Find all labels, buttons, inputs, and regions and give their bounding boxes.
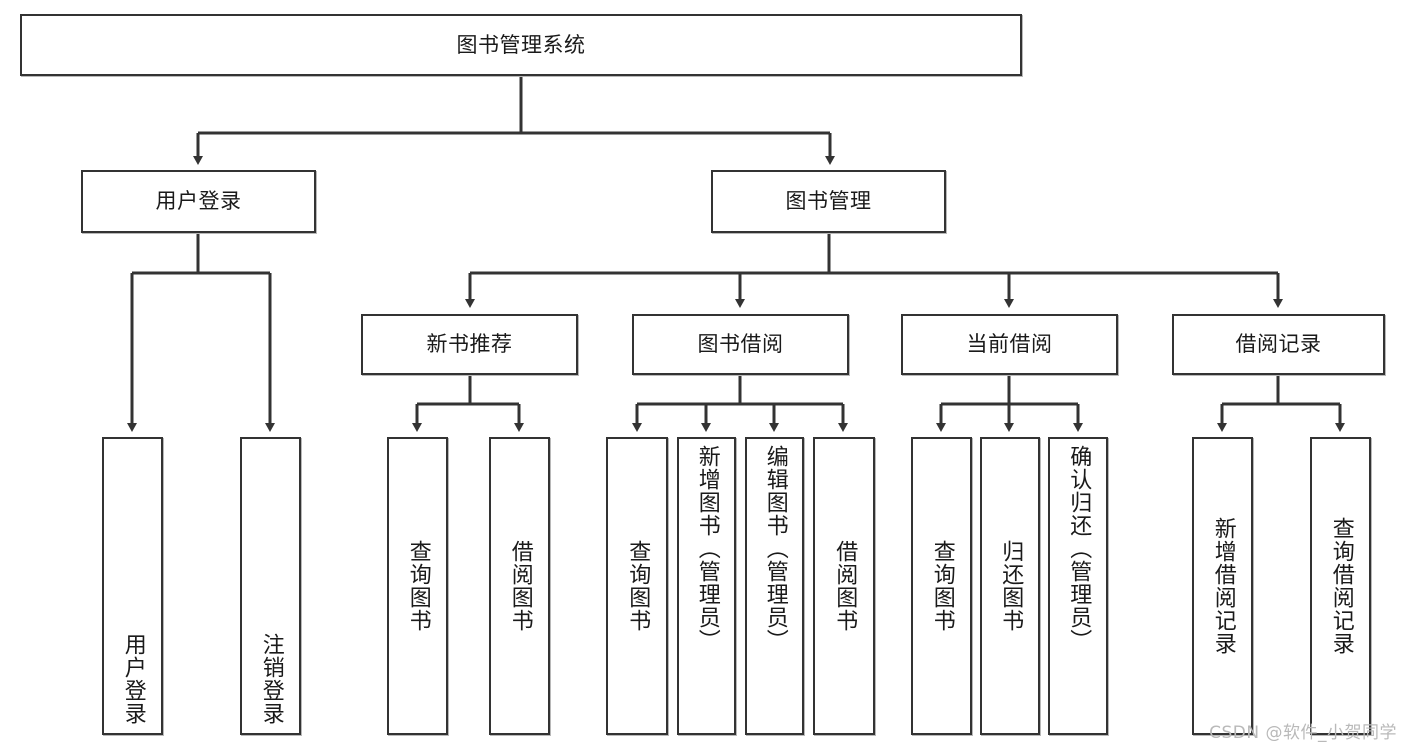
node-label: 图书借阅 (697, 332, 784, 357)
node-book-borrow[interactable]: 图书借阅 (632, 314, 849, 375)
node-label: 当前借阅 (966, 332, 1053, 357)
node-label: 归还图书 (998, 540, 1024, 632)
node-root-system[interactable]: 图书管理系统 (20, 14, 1022, 76)
node-label: 图书管理系统 (456, 32, 586, 57)
node-borrow-record[interactable]: 借阅记录 (1172, 314, 1385, 375)
node-label: 新增图书（管理员） (694, 445, 720, 652)
leaf-borrow-book[interactable]: 借阅图书 (813, 437, 875, 735)
node-label: 新增借阅记录 (1210, 517, 1236, 655)
node-label: 新书推荐 (426, 332, 513, 357)
node-user-login[interactable]: 用户登录 (81, 170, 316, 233)
leaf-query-book-new[interactable]: 查询图书 (387, 437, 448, 735)
leaf-query-borrow-record[interactable]: 查询借阅记录 (1310, 437, 1371, 735)
leaf-user-login[interactable]: 用户登录 (102, 437, 163, 735)
node-label: 查询借阅记录 (1328, 517, 1354, 655)
node-label: 借阅图书 (832, 540, 858, 632)
node-label: 确认归还（管理员） (1066, 445, 1092, 652)
node-label: 用户登录 (155, 189, 242, 214)
node-label: 用户登录 (120, 633, 146, 725)
node-label: 查询图书 (625, 540, 651, 632)
node-label: 查询图书 (405, 540, 431, 632)
node-book-management[interactable]: 图书管理 (711, 170, 946, 233)
node-label: 借阅图书 (507, 540, 533, 632)
leaf-add-borrow-record[interactable]: 新增借阅记录 (1192, 437, 1253, 735)
node-current-borrow[interactable]: 当前借阅 (901, 314, 1118, 375)
watermark-text: CSDN @软件_小贺同学 (1209, 723, 1397, 743)
node-label: 图书管理 (785, 189, 872, 214)
leaf-user-logout[interactable]: 注销登录 (240, 437, 301, 735)
leaf-query-book-current[interactable]: 查询图书 (911, 437, 972, 735)
node-new-book-recommend[interactable]: 新书推荐 (361, 314, 578, 375)
leaf-add-book-admin[interactable]: 新增图书（管理员） (677, 437, 736, 735)
leaf-confirm-return-admin[interactable]: 确认归还（管理员） (1048, 437, 1108, 735)
node-label: 编辑图书（管理员） (762, 445, 788, 652)
node-label: 查询图书 (929, 540, 955, 632)
leaf-borrow-book-new[interactable]: 借阅图书 (489, 437, 550, 735)
leaf-query-book-borrow[interactable]: 查询图书 (606, 437, 668, 735)
node-label: 借阅记录 (1235, 332, 1322, 357)
leaf-edit-book-admin[interactable]: 编辑图书（管理员） (745, 437, 804, 735)
node-label: 注销登录 (258, 633, 284, 725)
leaf-return-book[interactable]: 归还图书 (980, 437, 1040, 735)
